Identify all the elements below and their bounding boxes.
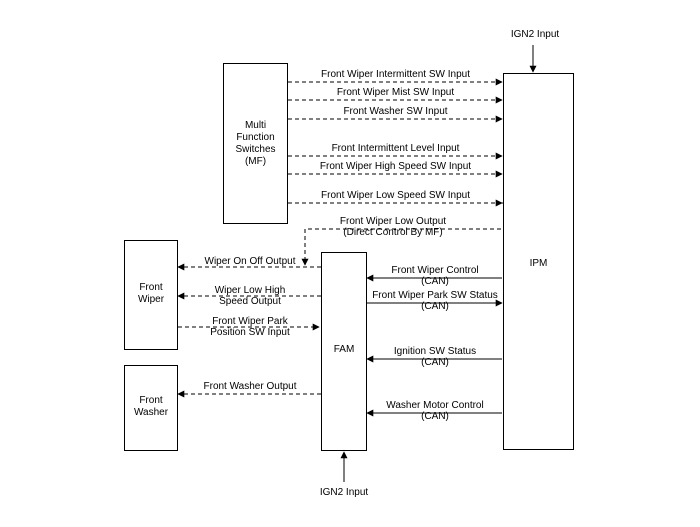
signal-label-front-wiper-low-output: Front Wiper Low Output (Direct Control B… (339, 216, 447, 238)
front-washer-block-label: Front Washer (133, 395, 169, 418)
front-wiper-block (124, 240, 178, 350)
signal-label-front-washer-output: Front Washer Output (203, 381, 297, 392)
signal-label-front-washer-sw: Front Washer SW Input (343, 106, 448, 117)
fam-block-label: FAM (333, 344, 355, 355)
signal-label-front-wiper-high-speed-sw: Front Wiper High Speed SW Input (319, 161, 472, 172)
front-wiper-block-label: Front Wiper (137, 282, 165, 305)
signal-label-wiper-low-high-speed-output: Wiper Low High Speed Output (214, 285, 286, 307)
signal-label-front-wiper-park-position: Front Wiper Park Position SW Input (210, 316, 290, 338)
ign2-input-top-label: IGN2 Input (510, 29, 560, 40)
signal-label-front-wiper-low-speed-sw: Front Wiper Low Speed SW Input (321, 190, 470, 201)
signal-label-front-wiper-mist-sw: Front Wiper Mist SW Input (336, 87, 455, 98)
mf-block (223, 63, 288, 224)
signal-label-ignition-sw-status-can: Ignition SW Status (CAN) (393, 346, 477, 368)
signal-label-front-wiper-park-status-can: Front Wiper Park SW Status (CAN) (372, 290, 498, 312)
mf-block-label: Multi Function Switches (MF) (235, 120, 276, 167)
fam-block (321, 252, 367, 451)
signal-label-front-wiper-control-can: Front Wiper Control (CAN) (391, 265, 479, 287)
ipm-block-label: IPM (529, 258, 548, 269)
ipm-block (503, 73, 574, 450)
ign2-input-bottom-label: IGN2 Input (319, 487, 369, 498)
signal-label-front-intermittent-level: Front Intermittent Level Input (331, 143, 460, 154)
signal-label-wiper-on-off-output: Wiper On Off Output (204, 256, 296, 267)
front-washer-block (124, 365, 178, 451)
signal-label-front-wiper-intermittent-sw: Front Wiper Intermittent SW Input (321, 69, 470, 80)
signal-label-washer-motor-control-can: Washer Motor Control (CAN) (386, 400, 484, 422)
